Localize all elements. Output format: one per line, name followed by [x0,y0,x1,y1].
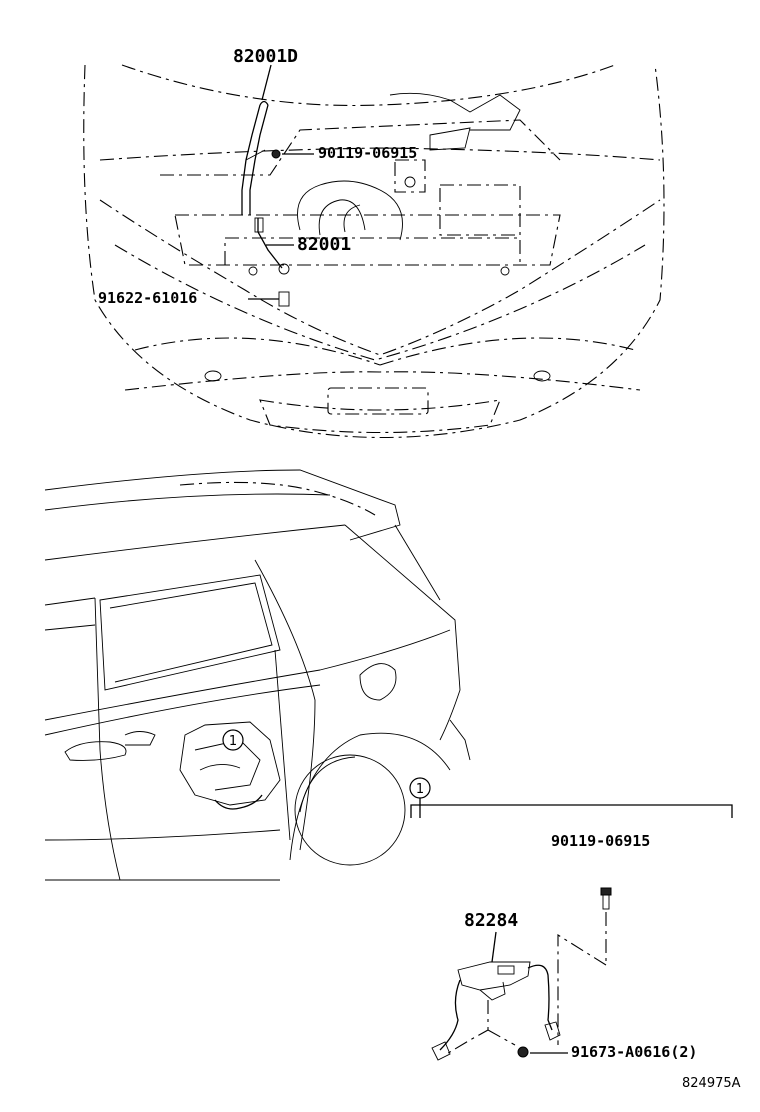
part-number-82284: 82284 [464,910,519,931]
callout-circle-1-car [222,729,244,751]
leader-line-82284 [491,931,497,963]
part-number-90119-06915-top: 90119-06915 [318,144,418,162]
callout-1-detail-text: 1 [416,782,424,797]
diagram-code: 824975A [682,1076,741,1091]
part-number-91622-61016: 91622-61016 [98,289,198,307]
engine-bay-illustration [83,64,665,438]
leader-line-82001D [261,64,272,101]
part-number-91673-A0616: 91673-A0616(2) [571,1043,698,1061]
part-number-82001: 82001 [297,234,352,255]
part-number-90119-06915-bottom: 90119-06915 [551,832,651,850]
part-number-82001D: 82001D [233,46,299,67]
detail-assembly-1: 1 [409,777,733,1061]
vehicle-rear-illustration: 1 [44,469,471,881]
callout-1-car-text: 1 [229,734,237,749]
